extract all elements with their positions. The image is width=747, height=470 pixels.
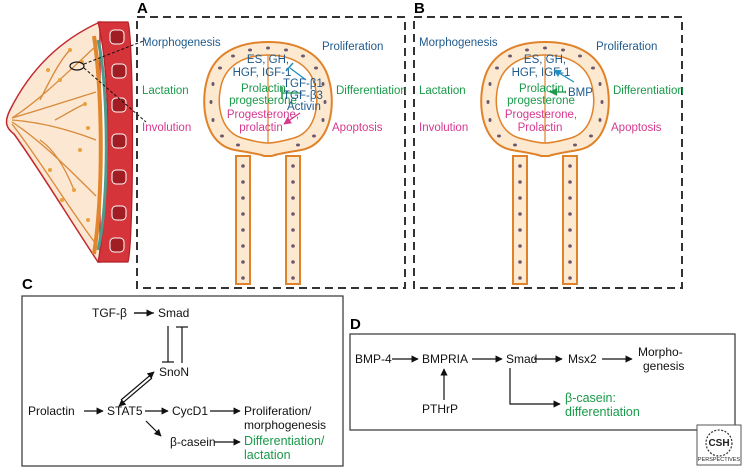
panel-b-label: B <box>414 0 425 17</box>
panel-a-tgfb3: TGF-β3 <box>283 90 323 102</box>
logo-text-sub: PERSPECTIVES <box>698 457 741 463</box>
panel-b-differentiation: Differentiation <box>613 85 684 97</box>
c-cycd1-node: CycD1 <box>172 404 208 418</box>
panel-a-hormones-1: ES, GH, <box>247 54 289 66</box>
panel-b-involution: Involution <box>419 122 468 134</box>
panel-b-hormones-1: ES, GH, <box>524 54 566 66</box>
panel-a: A Morphogenesis Proliferation Lactation … <box>136 0 407 289</box>
panel-a-progesterone-1: Progesterone, <box>227 109 299 121</box>
panel-b-alveolus <box>480 40 610 285</box>
panel-a-lactation: Lactation <box>142 85 189 97</box>
panel-c: C TGF-β Smad SnoN Prolactin STAT5 CycD1 … <box>21 276 344 467</box>
panel-a-activin: Activin <box>287 101 321 113</box>
panel-a-differentiation: Differentiation <box>336 85 407 97</box>
panel-a-prolactin-1: Prolactin, <box>241 83 289 95</box>
panel-a-morphogenesis: Morphogenesis <box>142 37 221 49</box>
logo-text-main: CSH <box>708 438 729 449</box>
c-smad-node: Smad <box>158 306 189 320</box>
c-tgfb-node: TGF-β <box>92 306 127 320</box>
d-smad-node: Smad <box>506 352 537 366</box>
c-stat5-node: STAT5 <box>107 404 143 418</box>
panel-b-prolactin-2: progesterone <box>507 95 575 107</box>
panel-a-prolactin-2: progesterone <box>229 95 297 107</box>
d-bcasein-2: differentiation <box>565 405 640 419</box>
panel-a-hormones-2: HGF, IGF-1 <box>233 67 292 79</box>
panel-d-frame <box>349 333 736 431</box>
panel-c-frame <box>21 295 344 467</box>
c-proliferation-1: Proliferation/ <box>244 404 312 418</box>
panel-a-nuclei <box>209 46 327 280</box>
panel-a-frame <box>136 16 406 289</box>
panel-b-nuclei <box>486 46 604 280</box>
panel-b-bmp: BMP <box>568 87 593 99</box>
panel-b-progesterone-1: Progesterone, <box>505 109 577 121</box>
panel-d: D BMP-4 BMPRIA Smad Msx2 Morpho- genesis… <box>349 316 736 431</box>
panel-b: B Morphogenesis Proliferation Lactation … <box>413 0 684 289</box>
panel-b-progesterone-2: Prolactin <box>518 122 563 134</box>
panel-c-label: C <box>22 276 33 293</box>
c-snon-node: SnoN <box>159 365 189 379</box>
d-bmpria-node: BMPRIA <box>422 352 468 366</box>
panel-a-apoptosis: Apoptosis <box>332 122 383 134</box>
d-pthrp-node: PTHrP <box>422 402 458 416</box>
c-edges <box>84 309 241 446</box>
panel-a-proliferation: Proliferation <box>322 41 383 53</box>
panel-b-proliferation: Proliferation <box>596 41 657 53</box>
panel-b-frame <box>413 16 683 289</box>
panel-d-label: D <box>350 316 361 333</box>
d-bmp4-node: BMP-4 <box>355 352 392 366</box>
panel-b-hormones-2: HGF, IGF-1 <box>512 67 571 79</box>
d-morphogenesis-1: Morpho- <box>638 345 683 359</box>
d-morphogenesis-2: genesis <box>643 359 684 373</box>
csh-perspectives-logo: CSH PERSPECTIVES <box>696 424 742 466</box>
c-proliferation-2: morphogenesis <box>244 418 326 432</box>
d-bcasein-1: β-casein: <box>565 391 616 405</box>
panel-b-bmp-arrows <box>549 69 575 96</box>
c-differentiation-2: lactation <box>244 448 291 462</box>
panel-a-alveolus <box>203 40 333 285</box>
d-edges <box>392 355 633 408</box>
c-prolactin-node: Prolactin <box>28 404 75 418</box>
panel-a-label: A <box>137 0 148 17</box>
d-msx2-node: Msx2 <box>568 352 597 366</box>
c-bcasein-node: β-casein <box>170 435 216 449</box>
panel-a-tgfb1: TGF-β1 <box>283 78 323 90</box>
panel-a-progesterone-2: prolactin <box>239 122 282 134</box>
panel-b-prolactin-1: Prolactin, <box>519 83 567 95</box>
panel-b-morphogenesis: Morphogenesis <box>419 37 498 49</box>
panel-b-apoptosis: Apoptosis <box>611 122 662 134</box>
c-differentiation-1: Differentiation/ <box>244 434 325 448</box>
panel-b-lactation: Lactation <box>419 85 466 97</box>
panel-a-involution: Involution <box>142 122 191 134</box>
panel-a-inhibition-lines <box>281 62 307 125</box>
breast-illustration <box>5 20 147 263</box>
